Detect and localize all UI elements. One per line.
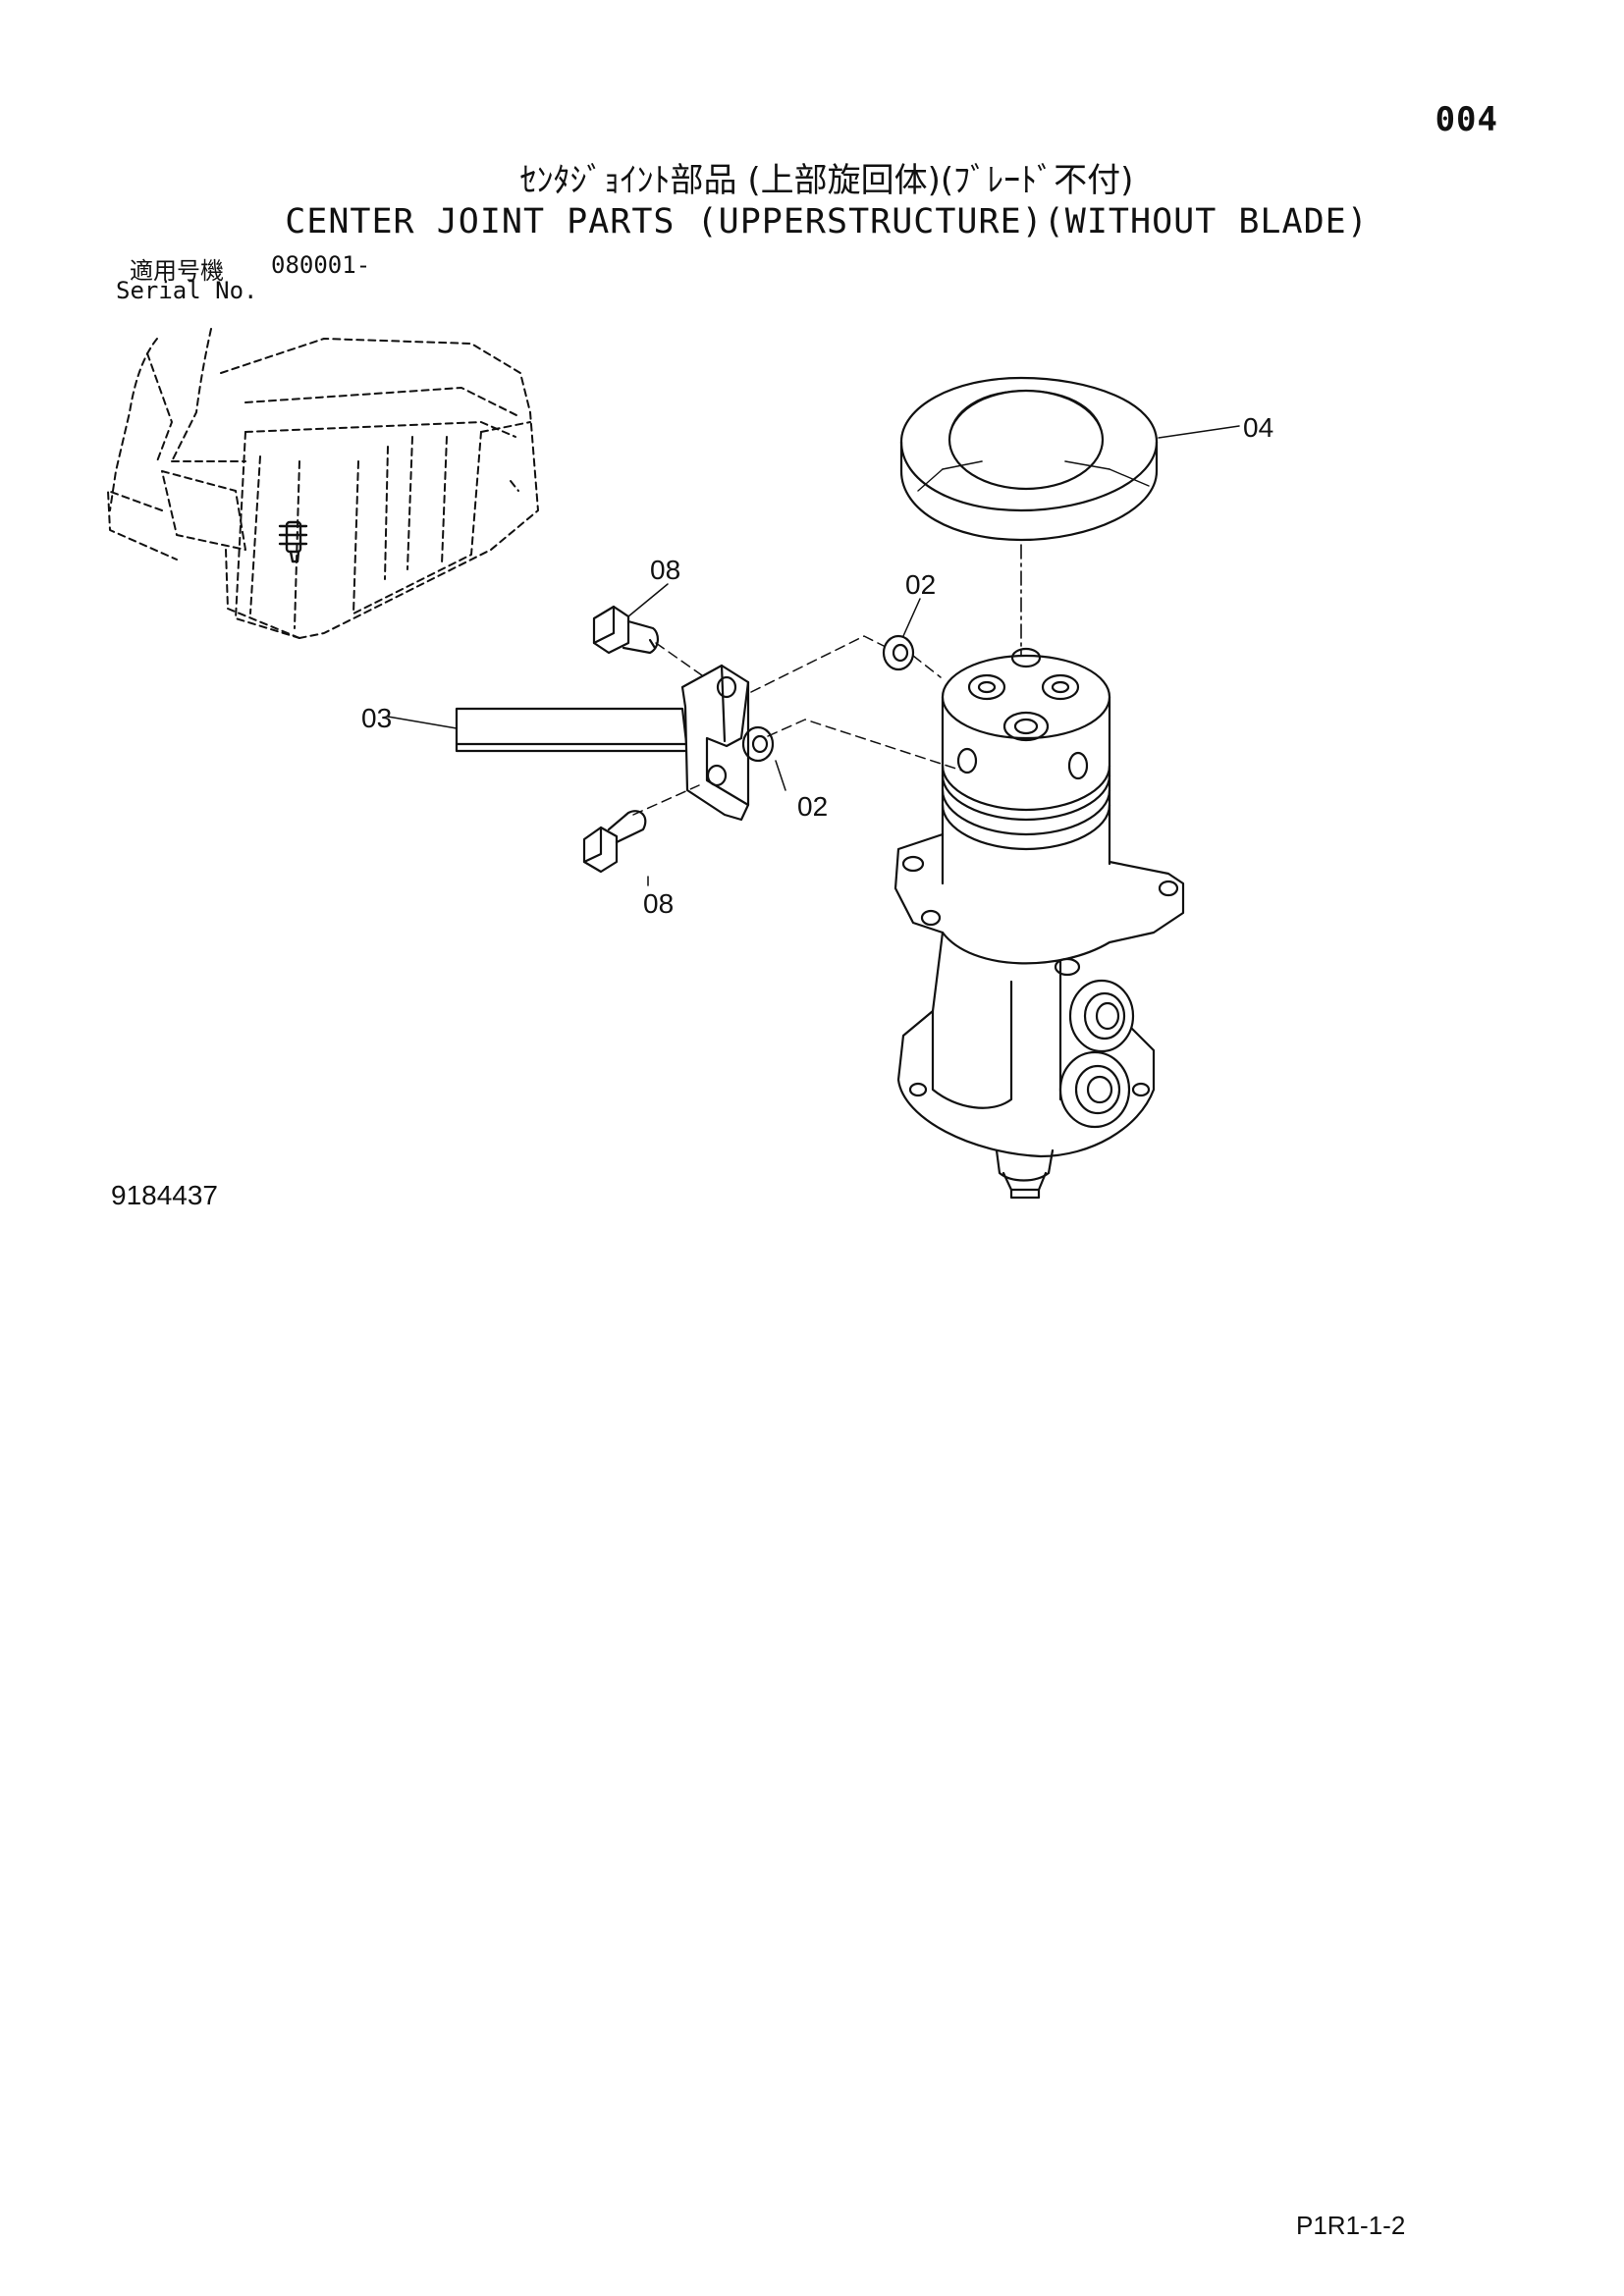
callout-04: 04: [1243, 412, 1273, 443]
callout-08-top: 08: [650, 555, 680, 585]
callout-02-top: 02: [905, 569, 936, 600]
leader-lines: [387, 425, 1240, 886]
seal-ring-04: [899, 376, 1159, 542]
page-title-japanese: ｾﾝﾀｼﾞｮｲﾝﾄ部品 (上部旋回体)(ﾌﾞﾚｰﾄﾞ不付): [519, 161, 1134, 200]
washer-02-top: [882, 634, 915, 671]
excavator-locator-sketch: [107, 328, 539, 639]
serial-label-english: Serial No.: [116, 277, 258, 304]
washer-02-bottom: [741, 725, 775, 763]
callout-03: 03: [361, 703, 392, 733]
center-joint-body: [893, 647, 1185, 1200]
page-number: 004: [1435, 100, 1498, 139]
drawing-number: 9184437: [111, 1180, 219, 1210]
bolt-08-bottom: [582, 810, 647, 874]
bracket-03: [455, 664, 750, 822]
serial-number-range: 080001-: [271, 251, 371, 279]
assembly-lines: [632, 635, 963, 816]
bolt-08-top: [592, 605, 659, 655]
page-title-english: CENTER JOINT PARTS (UPPERSTRUCTURE)(WITH…: [285, 202, 1369, 241]
center-joint-locator-icon: [278, 520, 308, 563]
serial-label-japanese: 適用号機: [130, 257, 224, 285]
callout-08-bottom: 08: [643, 888, 674, 919]
callout-02-bottom: 02: [797, 791, 828, 822]
page-reference: P1R1-1-2: [1296, 2211, 1406, 2240]
